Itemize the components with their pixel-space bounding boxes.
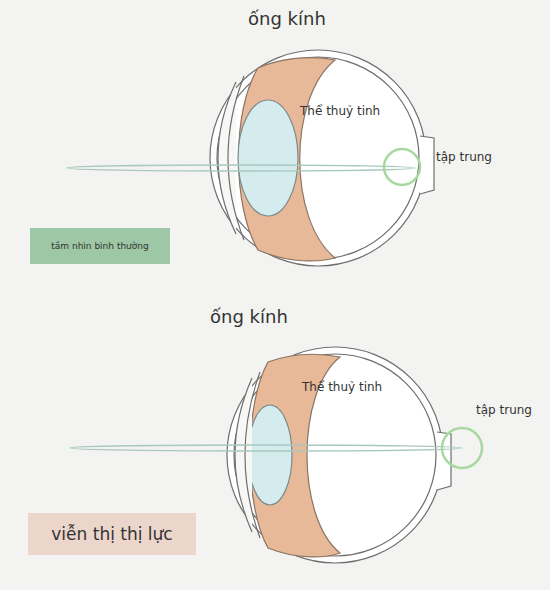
eyeball [227,347,443,563]
caption-box: viễn thị thị lực [28,513,196,555]
focus-label: tập trung [476,403,532,417]
optic-nerve [420,136,434,194]
vitreous-label: Thể thuỷ tinh [300,104,380,118]
eyeball-inner [217,57,419,259]
cornea-inner [245,372,260,538]
lens-label: ống kính [210,306,288,328]
eyeball-inner [234,354,436,556]
focus-label: tập trung [436,150,492,164]
light-ray [67,165,415,171]
cornea-inner [228,76,244,240]
box-text: tầm nhìn bình thường [51,241,149,252]
box-text: viễn thị thị lực [51,524,172,544]
light-ray [70,445,462,451]
cornea [218,82,236,234]
focus-circle [384,149,420,185]
vitreous-label: Thể thuỷ tinh [302,380,382,394]
focus-circle [442,428,482,468]
lens [238,100,298,216]
ciliary-body [239,58,336,261]
caption-box: tầm nhìn bình thường [30,228,170,264]
lens-label: ống kính [248,8,326,30]
cornea [235,378,252,532]
eyeball [210,50,426,266]
lens [248,405,292,505]
